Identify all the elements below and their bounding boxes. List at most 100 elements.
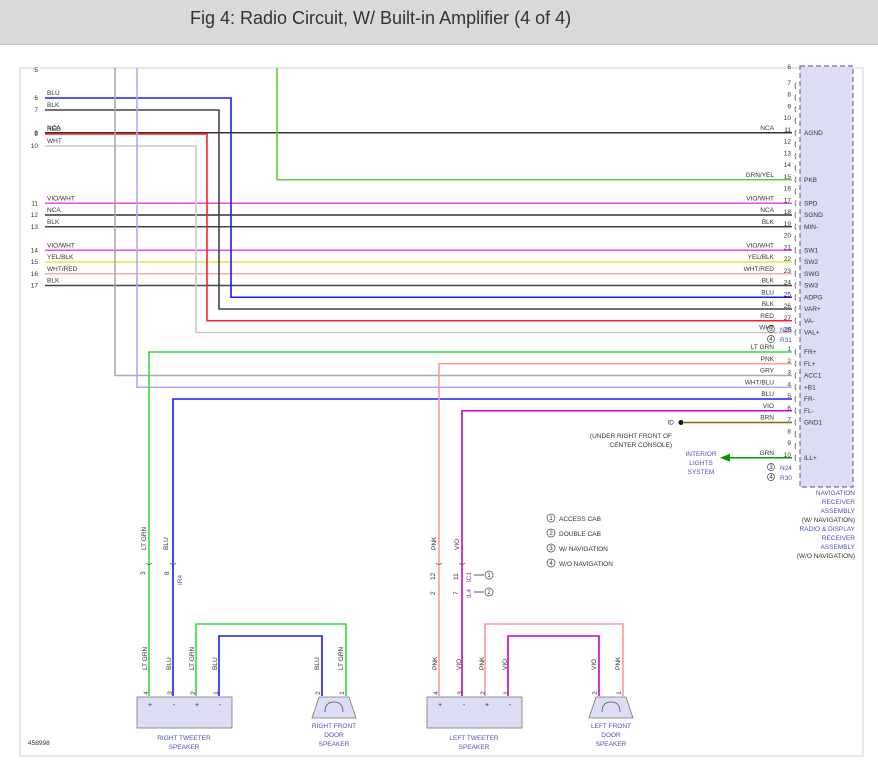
pin-terminal <box>794 94 797 101</box>
receiver-pin-label: SW2 <box>804 259 818 266</box>
receiver-pin-number: 14 <box>784 162 792 169</box>
pin-terminal <box>794 395 797 403</box>
speaker-caption: LEFT TWEETER <box>449 735 499 742</box>
wire-color-label: GRN <box>760 450 775 457</box>
wire-color-label: VIO <box>502 659 509 670</box>
wire <box>461 409 792 568</box>
left-wire-label: BLU <box>47 90 60 97</box>
left-tweeter-speaker <box>426 696 523 729</box>
left-wire-label: BLK <box>47 102 60 109</box>
receiver-pin-label: VA- <box>804 318 814 325</box>
pin-terminal <box>794 419 797 426</box>
wire <box>276 68 792 181</box>
figure-id: 458998 <box>28 740 50 747</box>
speaker-pin: 2 <box>190 691 197 695</box>
legend-number: 3 <box>549 546 553 552</box>
legend-text: W/ NAVIGATION <box>559 546 608 553</box>
wire-color-label: VIO <box>456 659 463 670</box>
legend-text: DOUBLE CAB <box>559 531 601 538</box>
speaker-pin: 1 <box>616 691 623 695</box>
wire-color-label: LT GRN <box>142 646 149 670</box>
left-pin-number: 7 <box>34 107 38 114</box>
wire-color-label: BLU <box>163 537 170 550</box>
callout-number: 2 <box>487 590 491 596</box>
wire <box>45 109 792 310</box>
speaker-caption: RIGHT TWEETER <box>157 735 211 742</box>
receiver-pin-number: 13 <box>784 150 792 157</box>
wire-color-label: PNK <box>479 656 486 670</box>
pin-terminal <box>794 454 797 461</box>
pin-terminal <box>794 360 797 367</box>
wire-color-label: LT GRN <box>141 526 148 550</box>
callout-number: 4 <box>769 475 773 481</box>
left-pin-number: 10 <box>31 143 39 150</box>
callout-number: 3 <box>769 327 773 333</box>
connector-pin: 3 <box>140 571 147 575</box>
speaker-pin: 3 <box>167 691 174 695</box>
left-pin-number: 17 <box>31 283 39 290</box>
polarity-sign: - <box>509 702 512 709</box>
speaker-pin: 2 <box>315 691 322 695</box>
connector-pin: 12 <box>430 572 437 580</box>
polarity-sign: - <box>463 702 466 709</box>
speaker-caption: SPEAKER <box>459 744 490 751</box>
left-pin-number: 11 <box>31 200 38 207</box>
speaker-pin: 1 <box>339 691 346 695</box>
wire-color-label: GRY <box>760 368 775 375</box>
receiver-pin-number: 8 <box>787 92 791 99</box>
receiver-pin-label: AGND <box>804 130 823 137</box>
wire <box>172 398 792 568</box>
left-pin-number: 9 <box>34 131 38 138</box>
pin-terminal <box>794 270 797 277</box>
pin-terminal <box>794 348 797 356</box>
receiver-caption: ASSEMBLY <box>820 544 855 551</box>
interior-lights-label: SYSTEM <box>688 469 715 476</box>
pin-terminal <box>794 235 797 242</box>
connector-code: R30 <box>780 475 792 482</box>
polarity-sign: + <box>485 702 489 709</box>
receiver-pin-label: FL+ <box>804 361 816 368</box>
receiver-pin-label: VAL+ <box>804 330 820 337</box>
receiver-box <box>799 65 854 488</box>
left-pin-number: 5 <box>34 67 38 74</box>
left-wire-label: NCA <box>47 125 61 132</box>
wire-color-label: WHT <box>759 325 774 332</box>
wire-color-label: LT GRN <box>189 646 196 670</box>
connector-code: IL4 <box>466 589 473 598</box>
wire <box>484 623 624 696</box>
callout-number: 3 <box>769 465 773 471</box>
pin-terminal <box>794 372 797 379</box>
ground-caption: CENTER CONSOLE) <box>610 442 672 449</box>
receiver-pin-number: 4 <box>787 381 791 388</box>
pin-terminal <box>794 82 797 89</box>
wire-color-label: BLU <box>761 289 774 296</box>
connector-pin: 7 <box>453 591 460 595</box>
receiver-pin-label: SW3 <box>804 283 818 290</box>
receiver-pin-number: 21 <box>784 244 792 251</box>
speaker-pin: 2 <box>592 691 599 695</box>
pin-terminal <box>794 442 797 450</box>
polarity-sign: + <box>438 702 442 709</box>
connector-code: IC1 <box>466 572 473 583</box>
receiver-pin-label: FR- <box>804 396 815 403</box>
connector-code: N24 <box>780 465 792 472</box>
pin-terminal <box>794 117 797 125</box>
diagram-frame <box>19 67 864 757</box>
pin-terminal <box>794 384 797 391</box>
receiver-pin-label: PKB <box>804 177 817 184</box>
wire-color-label: WHT/RED <box>744 266 775 273</box>
wire-color-label: BLU <box>166 657 173 670</box>
left-wire-label: WHT <box>47 138 62 145</box>
receiver-caption: RECEIVER <box>822 535 856 542</box>
receiver-pin-number: 22 <box>784 256 792 263</box>
interior-lights-label: INTERIOR <box>685 451 716 458</box>
left-pin-number: 12 <box>31 212 39 219</box>
speaker-cone <box>601 701 621 713</box>
wire-color-label: VIO <box>763 403 774 410</box>
legend-circle <box>546 543 556 553</box>
receiver-pin-number: 7 <box>787 417 791 424</box>
receiver-pin-number: 6 <box>787 405 791 412</box>
wire-color-label: BLK <box>762 278 775 285</box>
wire <box>45 145 792 334</box>
wire-color-label: NCA <box>760 125 774 132</box>
